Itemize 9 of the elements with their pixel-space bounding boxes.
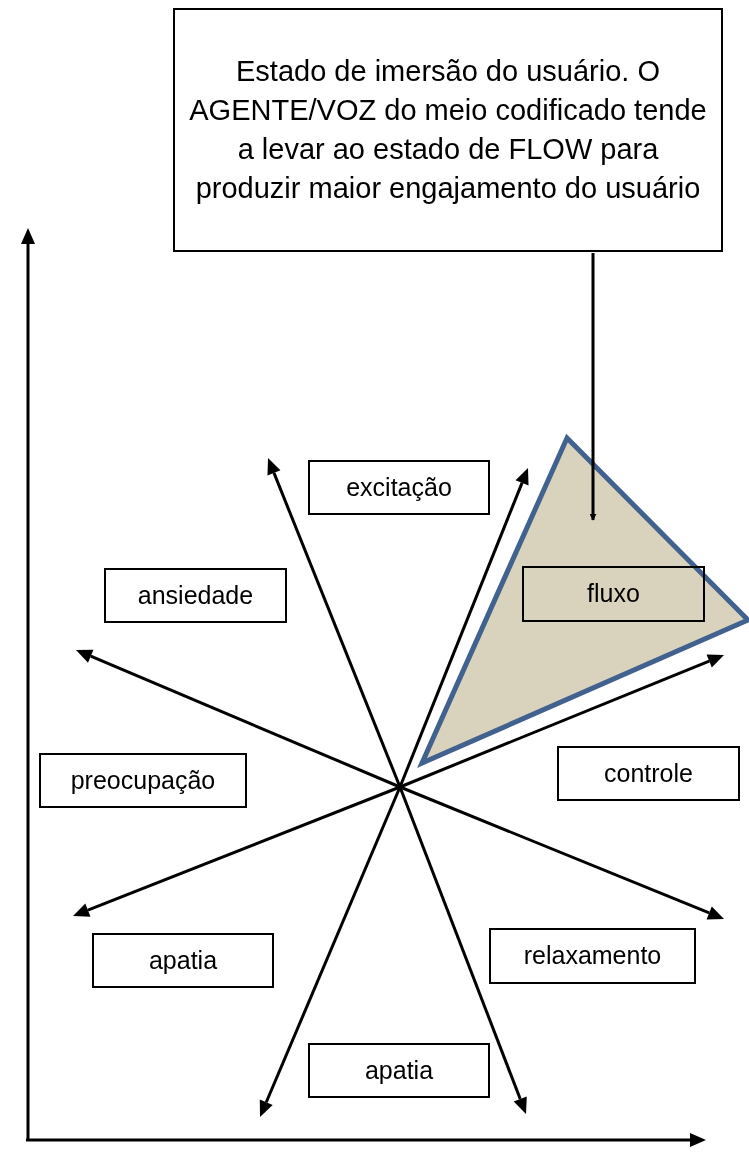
state-label-box: preocupação: [39, 753, 247, 808]
state-label-box: apatia: [92, 933, 274, 988]
state-label-box: relaxamento: [489, 928, 696, 984]
state-label-box: ansiedade: [104, 568, 287, 623]
arrow: [589, 253, 597, 521]
state-label-box: excitação: [308, 460, 490, 515]
state-label-box: controle: [557, 746, 740, 801]
state-label-box: apatia: [308, 1043, 490, 1098]
callout-box: Estado de imersão do usuário. O AGENTE/VOZ do meio codificado tende a levar ao estado de FLOW para produzir maior engajamento do usuário: [173, 8, 723, 252]
